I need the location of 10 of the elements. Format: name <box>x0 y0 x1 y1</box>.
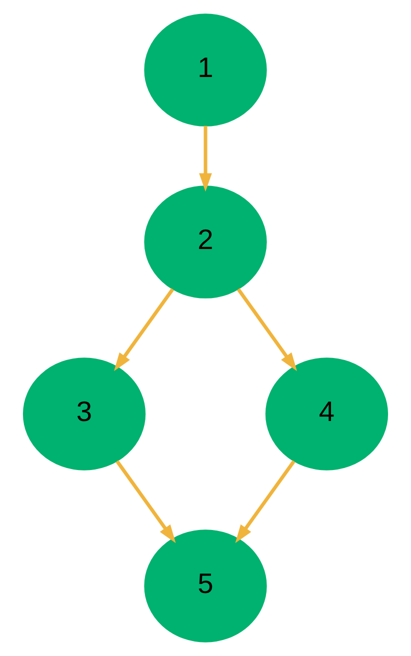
arrow <box>199 126 212 192</box>
node-circle: 5 <box>144 530 267 642</box>
node-circle: 2 <box>144 186 267 298</box>
arrow <box>114 288 174 372</box>
node-circle: 4 <box>265 358 388 470</box>
node-circle: 3 <box>22 358 146 470</box>
node-circle: 1 <box>144 14 267 126</box>
arrow <box>235 460 296 544</box>
arrow <box>116 460 176 544</box>
arrow <box>236 288 298 372</box>
